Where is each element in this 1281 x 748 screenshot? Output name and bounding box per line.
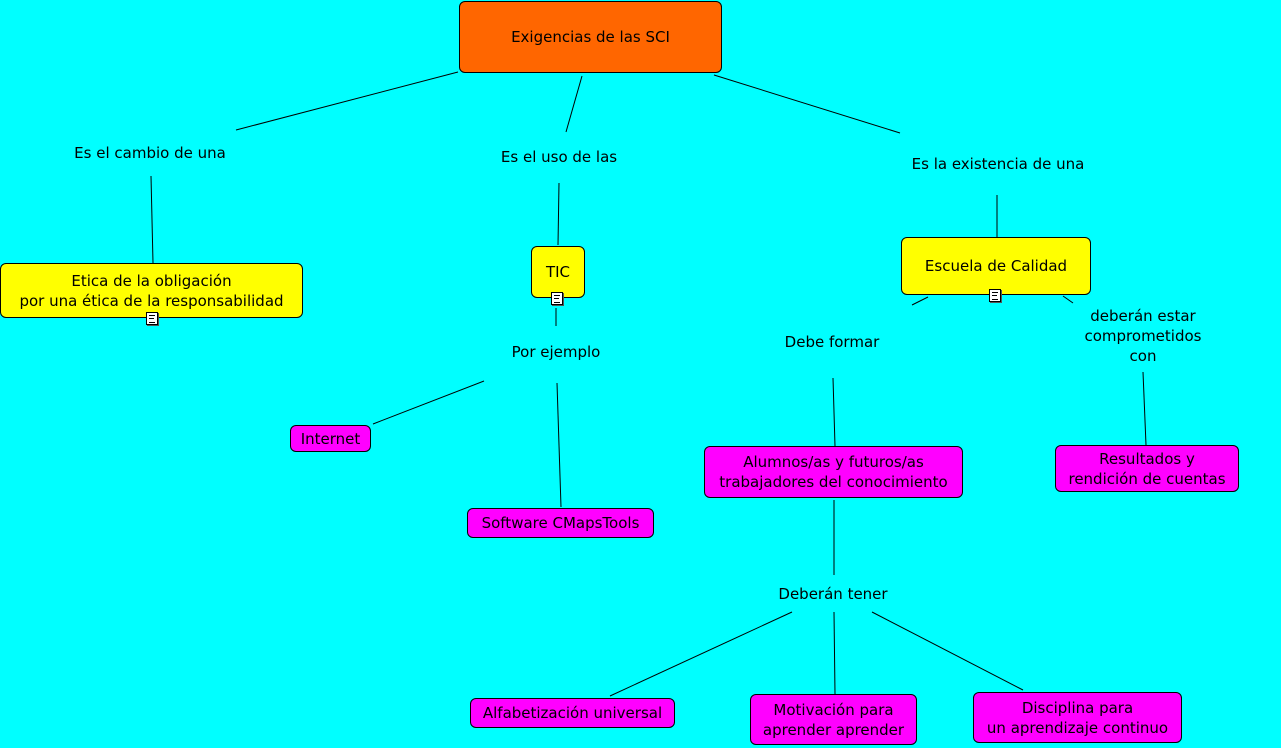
concept-exigencias-sci[interactable]: Exigencias de las SCI [459,1,722,73]
link-ejemplo[interactable]: Por ejemplo [511,343,601,361]
edge-tener-alfabetizacion [609,611,793,697]
document-icon[interactable] [551,292,563,305]
concept-motivacion[interactable]: Motivación para aprender aprender [750,694,917,745]
edge-root-uso [565,75,583,133]
link-existencia[interactable]: Es la existencia de una [911,155,1085,173]
edge-ejemplo-internet [372,380,485,425]
concept-alfabetizacion[interactable]: Alfabetización universal [470,698,675,728]
edge-tener-motivacion [833,611,836,695]
document-icon[interactable] [146,312,158,325]
concept-internet[interactable]: Internet [290,425,371,452]
concept-escuela-calidad[interactable]: Escuela de Calidad [901,237,1091,295]
concept-software-cmapstools[interactable]: Software CMapsTools [467,508,654,538]
edge-comprometidos-resultados [1142,371,1147,446]
edge-formar-alumnos [832,377,836,447]
link-formar[interactable]: Debe formar [784,333,880,351]
link-tener[interactable]: Deberán tener [778,585,888,603]
concept-tic[interactable]: TIC [531,246,585,298]
edge-uso-tic [557,182,560,246]
edge-root-existencia [713,74,901,134]
document-icon[interactable] [989,289,1001,302]
concept-disciplina[interactable]: Disciplina para un aprendizaje continuo [973,692,1182,743]
link-cambio[interactable]: Es el cambio de una [74,144,226,162]
edge-cambio-etica [150,175,154,264]
link-uso[interactable]: Es el uso de las [500,148,618,166]
concept-alumnos[interactable]: Alumnos/as y futuros/as trabajadores del… [704,446,963,498]
link-comprometidos[interactable]: deberán estar comprometidos con [1084,307,1202,365]
edge-ejemplo-software [556,382,562,508]
concept-etica[interactable]: Etica de la obligación por una ética de … [0,263,303,318]
concept-resultados[interactable]: Resultados y rendición de cuentas [1055,445,1239,492]
edge-escuela-comprometidos [1062,295,1074,304]
edge-escuela-formar [911,296,929,306]
edge-root-cambio [235,71,459,131]
edge-tener-disciplina [871,611,1024,691]
